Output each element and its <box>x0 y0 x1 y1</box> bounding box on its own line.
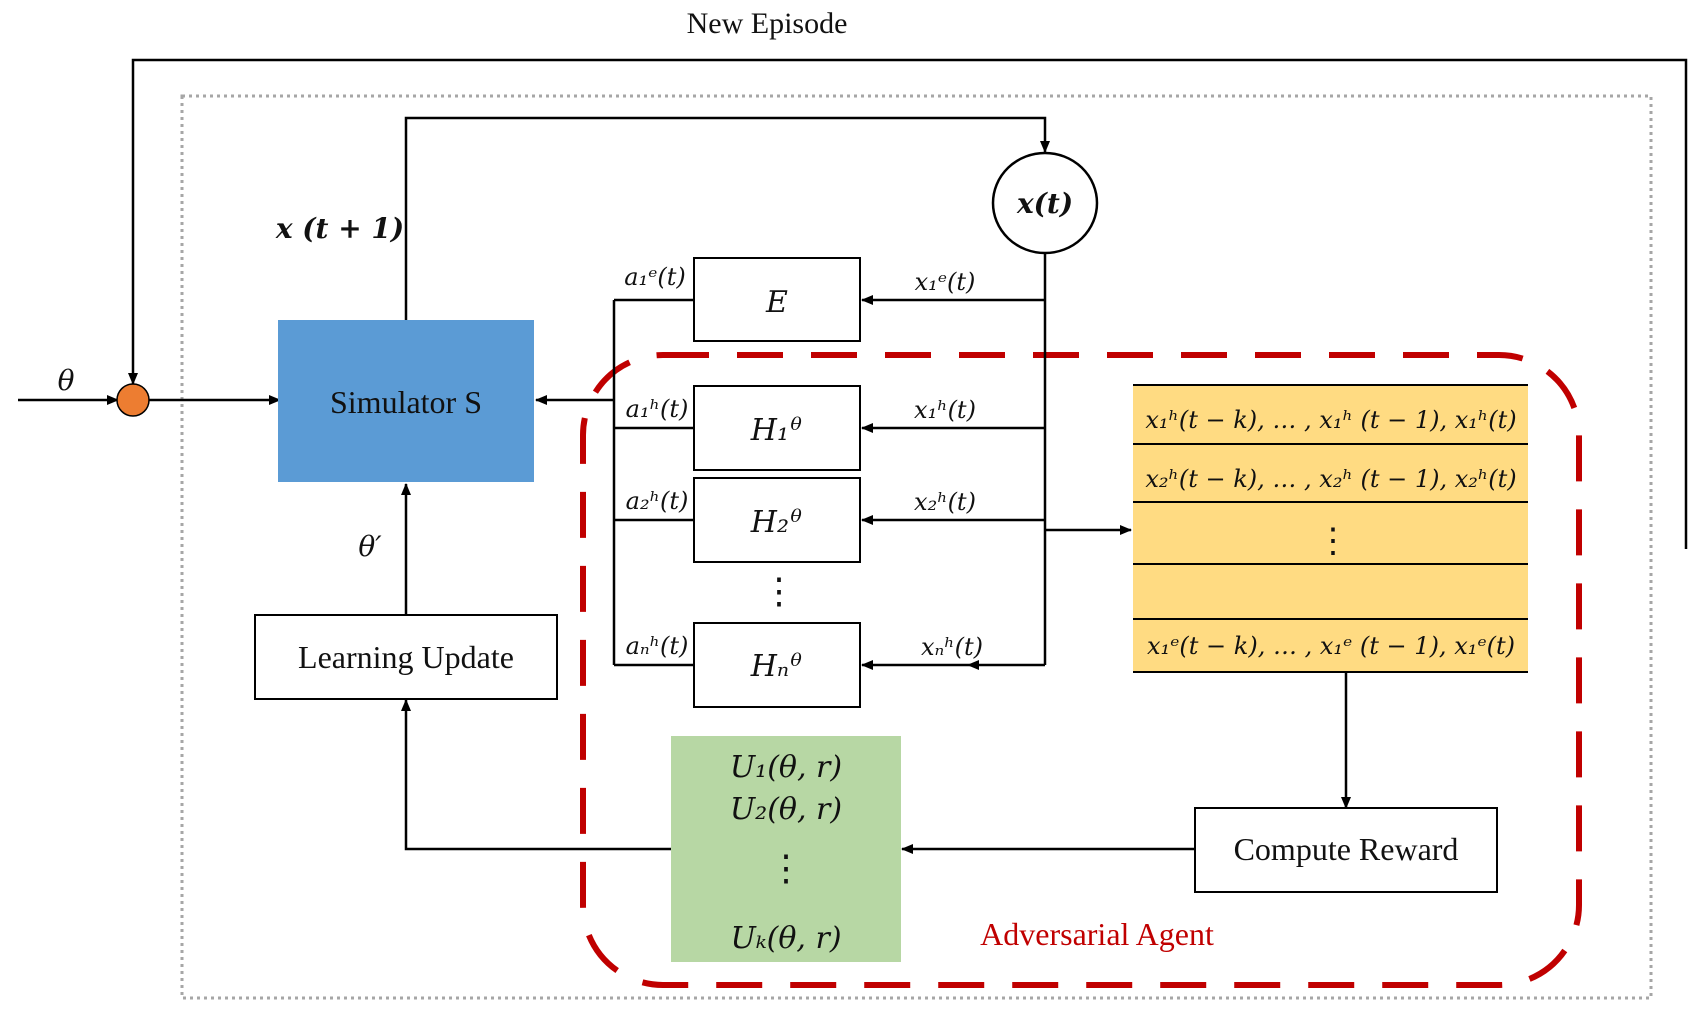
agent-box-h2-label: H₂ᶿ <box>750 505 803 540</box>
compute-reward-block <box>1194 807 1498 893</box>
action-label-e: a₁ᵉ(t) <box>624 263 686 291</box>
buffer-row-1: x₁ʰ(t − k), … , x₁ʰ (t − 1), x₁ʰ(t) <box>1145 406 1516 434</box>
agent-box-h2 <box>693 477 861 563</box>
buffer-row-3: ⋮ <box>1316 523 1350 560</box>
utility-line-1: U₁(θ, r) <box>730 750 842 785</box>
agent-box-hn-label: Hₙᶿ <box>750 649 804 684</box>
utility-line-2: U₂(θ, r) <box>730 792 842 827</box>
simulator-label: Simulator S <box>330 384 482 420</box>
utility-dots: ⋮ <box>768 848 804 888</box>
adversarial-agent-boundary <box>580 352 1582 988</box>
obs-label-h1: x₁ʰ(t) <box>914 396 976 424</box>
utilities-to-update-line <box>401 699 671 851</box>
new-episode-loop <box>128 58 1688 549</box>
theta-input-label: θ <box>58 364 75 397</box>
theta-prime-label: θ′ <box>358 530 382 563</box>
utility-line-k: Uₖ(θ, r) <box>730 921 841 956</box>
state-update-line <box>404 116 1050 320</box>
simulator-block <box>278 320 534 482</box>
history-buffer <box>1133 385 1528 672</box>
action-label-hn: aₙʰ(t) <box>626 632 689 660</box>
agent-box-e <box>693 257 861 342</box>
learning-update-label: Learning Update <box>298 639 514 675</box>
obs-label-hn: xₙʰ(t) <box>921 633 983 661</box>
agent-box-e-label: E <box>765 285 788 320</box>
outer-dotted-boundary <box>180 94 1653 1000</box>
new-episode-label: New Episode <box>687 7 848 40</box>
summing-junction <box>116 383 150 417</box>
state-node-label: x(t) <box>1016 187 1073 220</box>
agent-box-h1-label: H₁ᶿ <box>750 413 803 448</box>
action-label-h2: a₂ʰ(t) <box>626 487 689 515</box>
obs-label-e: x₁ᵉ(t) <box>915 268 976 296</box>
adversarial-agent-label: Adversarial Agent <box>980 916 1214 952</box>
agent-dots: ⋮ <box>761 571 797 611</box>
buffer-row-2: x₂ʰ(t − k), … , x₂ʰ (t − 1), x₂ʰ(t) <box>1145 465 1516 493</box>
compute-reward-label: Compute Reward <box>1234 831 1459 867</box>
next-state-label: x (t + 1) <box>275 212 404 245</box>
action-label-h1: a₁ʰ(t) <box>626 395 689 423</box>
learning-update-block <box>254 614 558 700</box>
buffer-row-5: x₁ᵉ(t − k), … , x₁ᵉ (t − 1), x₁ᵉ(t) <box>1147 632 1515 660</box>
obs-label-h2: x₂ʰ(t) <box>914 488 976 516</box>
utilities-block <box>671 736 901 962</box>
